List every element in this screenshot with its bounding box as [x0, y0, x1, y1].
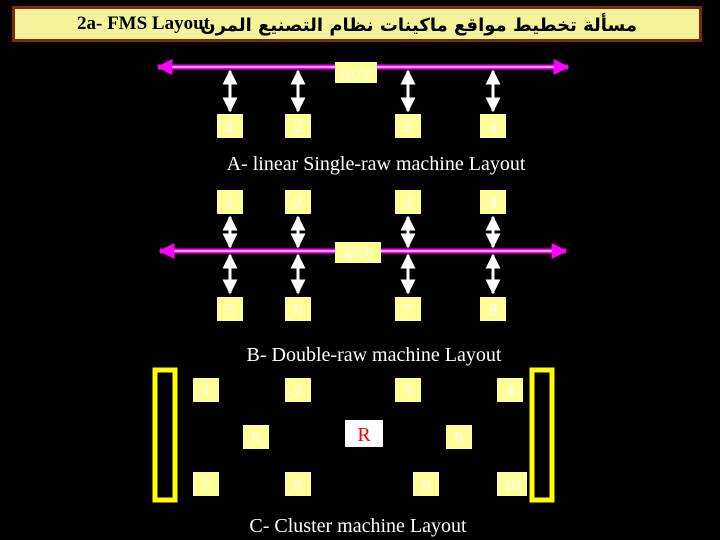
conveyor-left [152, 367, 178, 503]
machine-c-1 [193, 378, 219, 402]
machine-c-2-label: 2 [294, 381, 303, 400]
machine-a-2 [285, 114, 311, 138]
machine-b-3 [395, 190, 421, 214]
machine-b-5-label: 5 [226, 300, 235, 319]
robot-box [345, 420, 383, 447]
caption-b: B- Double-raw machine Layout [247, 344, 502, 366]
agv-b-box [335, 242, 381, 263]
machine-c-3-label: 3 [404, 381, 413, 400]
layout-a: AGV 1 2 3 4 A- linear Single-raw machine… [156, 58, 570, 175]
machine-b-7 [395, 297, 421, 321]
agv-a-label: AGV [340, 67, 373, 83]
machine-c-10-label: 10 [504, 475, 521, 494]
caption-c: C- Cluster machine Layout [249, 515, 467, 537]
machine-a-4-label: 4 [489, 117, 498, 136]
machine-a-3 [395, 114, 421, 138]
machine-b-2-label: 2 [294, 193, 303, 212]
machine-a-1 [217, 114, 243, 138]
machine-a-1-label: 1 [226, 117, 235, 136]
machine-b-4 [480, 190, 506, 214]
machine-b-1 [217, 190, 243, 214]
machine-c-8-label: 8 [294, 475, 303, 494]
machine-c-7 [193, 472, 219, 496]
machine-c-5-label: 5 [252, 428, 261, 447]
agv-b-label: AGV [342, 246, 375, 262]
machine-b-8 [480, 297, 506, 321]
machine-c-9 [413, 472, 439, 496]
layout-c: 1 2 3 4 5 6 R 7 8 9 10 C- Cluster machin… [152, 367, 555, 537]
machine-a-2-label: 2 [294, 117, 303, 136]
machine-c-5 [243, 425, 269, 449]
machine-b-6 [285, 297, 311, 321]
machine-a-4 [480, 114, 506, 138]
machine-c-6-label: 6 [455, 428, 464, 447]
machine-c-9-label: 9 [422, 475, 431, 494]
machine-c-1-label: 1 [202, 381, 211, 400]
machine-c-4 [497, 378, 523, 402]
title-bar: 2a- FMS Layout مسألة تخطيط مواقع ماكينات… [12, 6, 702, 42]
machine-c-6 [446, 425, 472, 449]
machine-c-2 [285, 378, 311, 402]
machine-c-3 [395, 378, 421, 402]
machine-b-5 [217, 297, 243, 321]
machine-c-4-label: 4 [506, 381, 515, 400]
machine-b-4-label: 4 [489, 193, 498, 212]
robot-label: R [357, 424, 371, 446]
caption-a: A- linear Single-raw machine Layout [227, 153, 526, 175]
conveyor-right [529, 367, 555, 503]
machine-b-8-label: 8 [489, 300, 498, 319]
machine-b-1-label: 1 [226, 193, 235, 212]
machine-b-3-label: 3 [404, 193, 413, 212]
layout-b: 1 2 3 4 AGV 5 6 7 8 B- Double-raw ma [158, 190, 568, 366]
title-english: 2a- FMS Layout [77, 13, 210, 34]
machine-b-7-label: 7 [404, 300, 413, 319]
machine-c-8 [285, 472, 311, 496]
machine-b-6-label: 6 [294, 300, 303, 319]
title-arabic: مسألة تخطيط مواقع ماكينات نظام التصنيع ا… [200, 15, 637, 36]
agv-a-box [335, 62, 377, 83]
machine-b-2 [285, 190, 311, 214]
machine-a-3-label: 3 [404, 117, 413, 136]
machine-c-7-label: 7 [202, 475, 211, 494]
machine-c-10 [497, 472, 527, 496]
